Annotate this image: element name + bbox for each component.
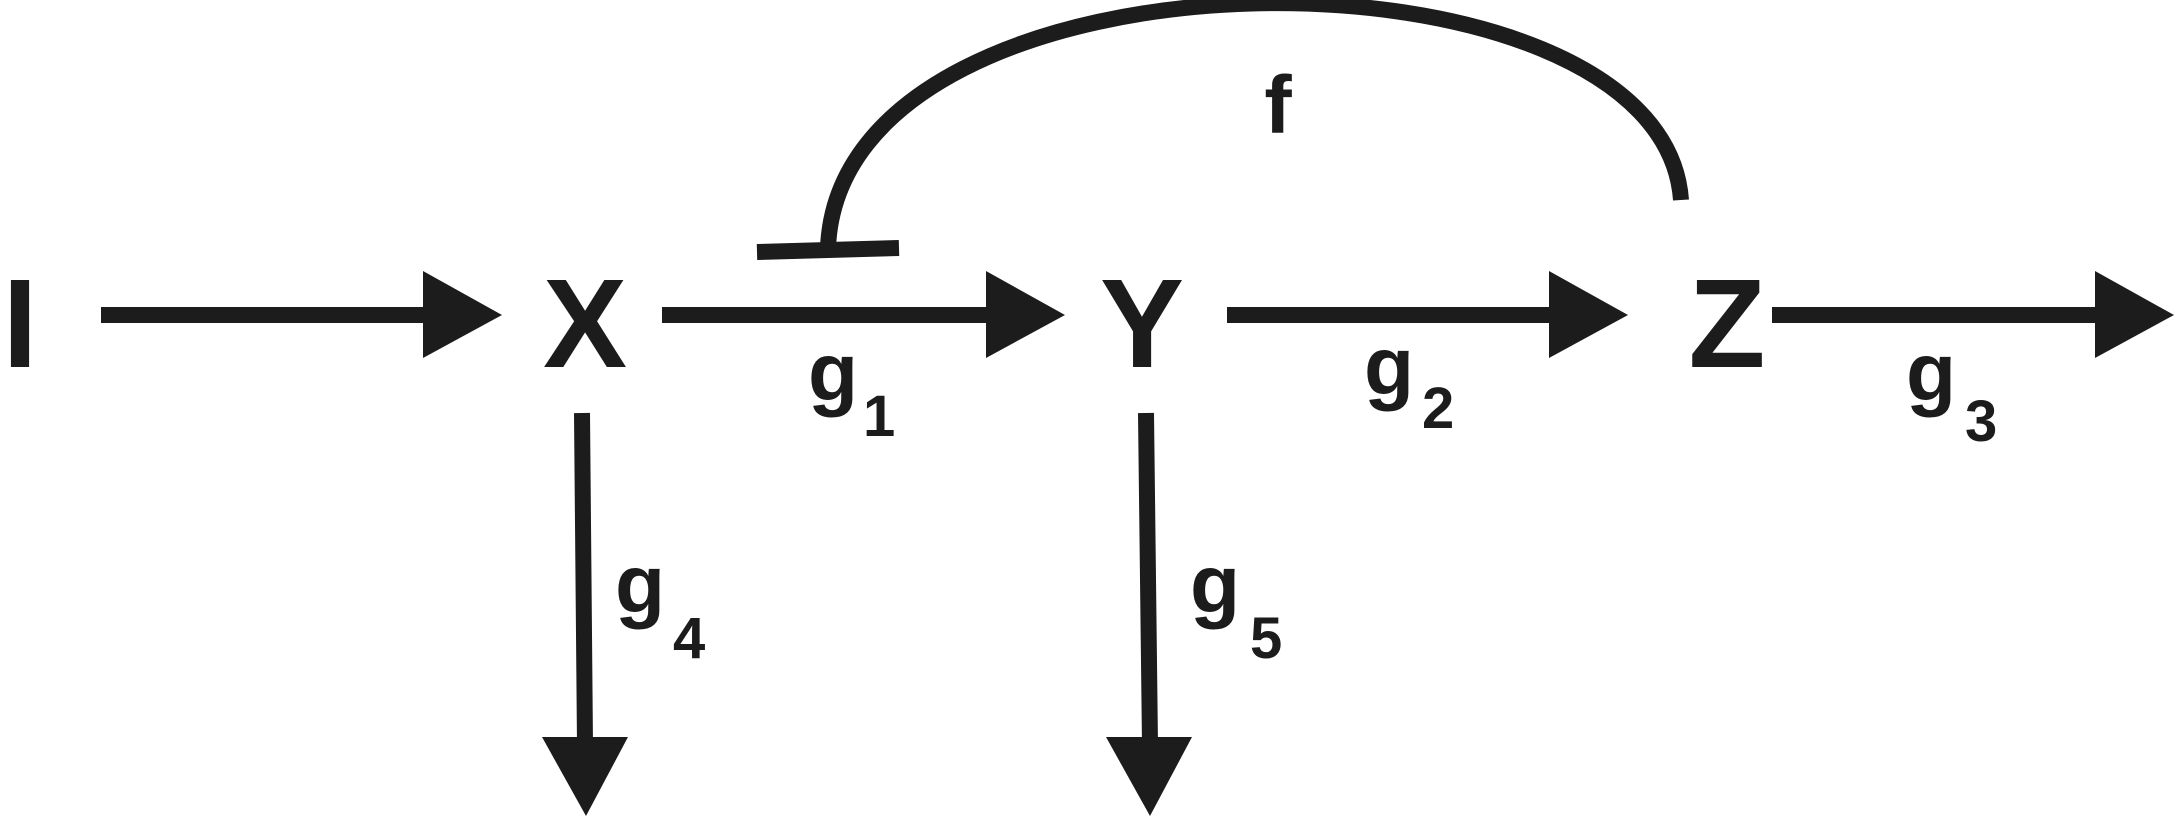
- edge-i-to-x: [101, 271, 502, 358]
- edge-g4-label: g: [615, 539, 665, 630]
- inhibition-bar: [756, 240, 900, 260]
- edge-g1-x-to-y: [662, 271, 1065, 358]
- edge-g4-subscript: 4: [673, 606, 705, 671]
- edge-f-inhibition-z-to-x: [756, 0, 1689, 260]
- edge-g3-label: g: [1906, 327, 1956, 418]
- edge-g1-subscript: 1: [863, 384, 895, 449]
- edge-f-label: f: [1264, 60, 1292, 151]
- node-z: Z: [1689, 253, 1766, 394]
- node-i: I: [2, 253, 37, 394]
- edge-g5-label: g: [1190, 539, 1240, 630]
- edge-g3-z-out: [1772, 271, 2174, 358]
- edge-g5-y-out: [1106, 412, 1192, 816]
- node-y: Y: [1100, 253, 1184, 394]
- edge-g4-x-out: [542, 412, 628, 816]
- edge-g1-label: g: [808, 327, 858, 418]
- node-x: X: [543, 253, 627, 394]
- edge-g2-label: g: [1364, 321, 1414, 412]
- edge-g2-subscript: 2: [1422, 376, 1454, 441]
- edge-g5-subscript: 5: [1250, 606, 1282, 671]
- edge-g2-y-to-z: [1227, 271, 1628, 358]
- edge-g3-subscript: 3: [1965, 389, 1997, 454]
